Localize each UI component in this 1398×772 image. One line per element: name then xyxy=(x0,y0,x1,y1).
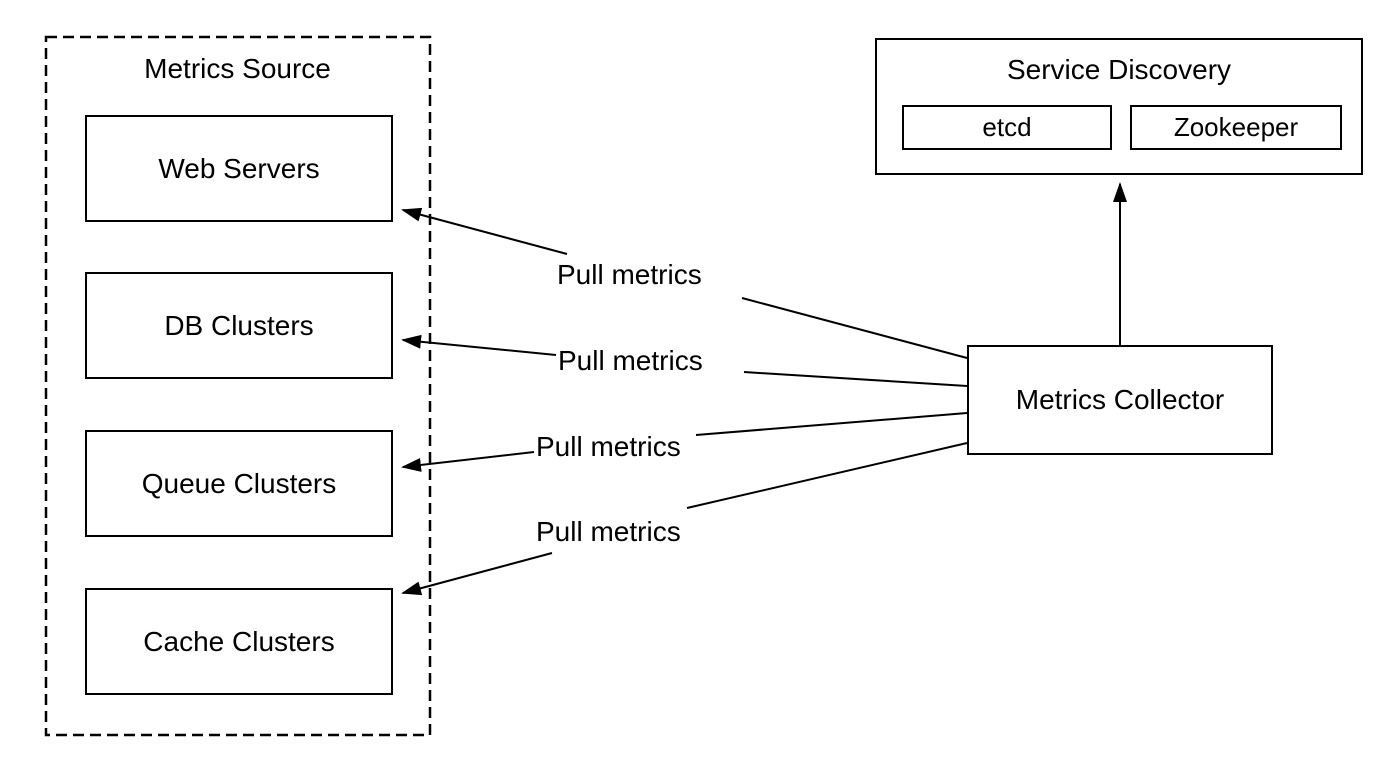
edge-pull-queue-clusters-arrow xyxy=(401,451,535,472)
node-zookeeper-label: Zookeeper xyxy=(1173,111,1299,142)
node-cache-clusters-label: Cache Clusters xyxy=(143,625,335,657)
metrics-source-title: Metrics Source xyxy=(144,53,331,84)
node-queue-clusters-label: Queue Clusters xyxy=(141,467,337,499)
node-web-servers-label: Web Servers xyxy=(158,152,320,184)
edge-pull-cache-clusters-arrow xyxy=(401,552,553,596)
node-etcd: etcd xyxy=(902,105,1112,150)
node-db-clusters: DB Clusters xyxy=(85,272,393,379)
node-etcd-label: etcd xyxy=(982,111,1032,142)
edge-pull-web-servers-segment xyxy=(741,297,968,359)
edge-pull-cache-clusters-segment xyxy=(686,442,968,509)
node-db-clusters-label: DB Clusters xyxy=(164,309,314,341)
edge-label-pull-metrics-queue-clusters: Pull metrics xyxy=(536,431,681,464)
edge-pull-db-clusters-segment xyxy=(743,371,968,387)
edge-label-pull-metrics-web-servers: Pull metrics xyxy=(557,259,702,292)
edge-label-pull-metrics-db-clusters: Pull metrics xyxy=(558,345,703,378)
node-zookeeper: Zookeeper xyxy=(1130,105,1342,150)
edge-pull-web-servers-arrow xyxy=(401,207,568,255)
service-discovery-title: Service Discovery xyxy=(1006,54,1232,85)
node-web-servers: Web Servers xyxy=(85,115,393,222)
edge-pull-queue-clusters-segment xyxy=(695,412,968,436)
node-metrics-collector: Metrics Collector xyxy=(967,345,1273,455)
node-metrics-collector-label: Metrics Collector xyxy=(1015,384,1225,416)
node-cache-clusters: Cache Clusters xyxy=(85,588,393,695)
edge-label-pull-metrics-cache-clusters: Pull metrics xyxy=(536,516,681,549)
edge-pull-db-clusters-arrow xyxy=(401,334,557,356)
node-queue-clusters: Queue Clusters xyxy=(85,430,393,537)
